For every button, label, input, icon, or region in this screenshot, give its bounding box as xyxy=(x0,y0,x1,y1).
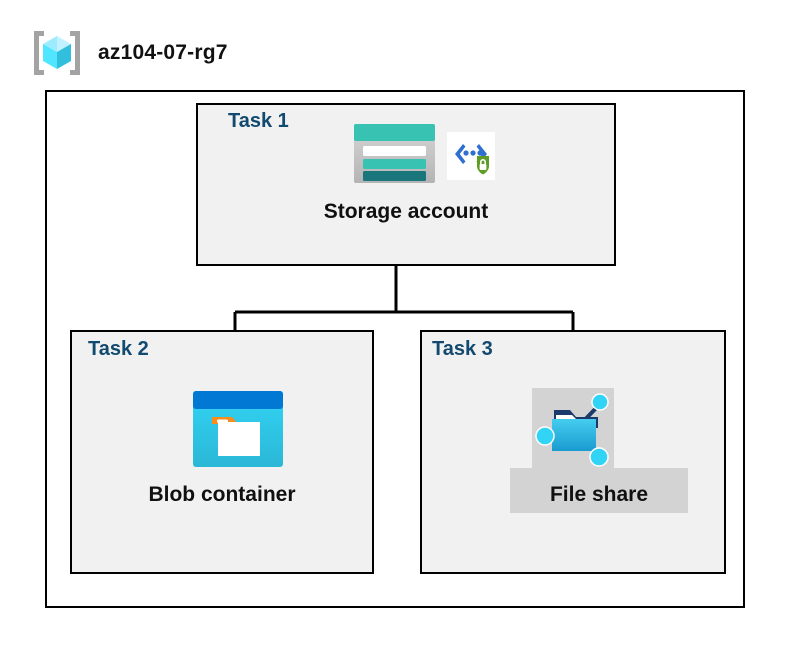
page-title: az104-07-rg7 xyxy=(98,41,228,64)
file-share-label-highlight xyxy=(510,468,688,513)
secure-transfer-icon xyxy=(447,132,495,180)
resource-group-icon xyxy=(34,31,80,75)
blob-container-label: Blob container xyxy=(148,483,296,506)
resource-group-header: az104-07-rg7 xyxy=(30,28,228,78)
task-2-label: Task 2 xyxy=(88,338,149,360)
task-1-label: Task 1 xyxy=(228,110,289,132)
storage-account-icon xyxy=(354,124,435,183)
task-3-label: Task 3 xyxy=(432,338,493,360)
file-share-label: File share xyxy=(549,483,649,506)
file-share-icon xyxy=(535,393,609,467)
storage-account-label: Storage account xyxy=(323,200,489,223)
blob-container-icon xyxy=(193,391,283,467)
